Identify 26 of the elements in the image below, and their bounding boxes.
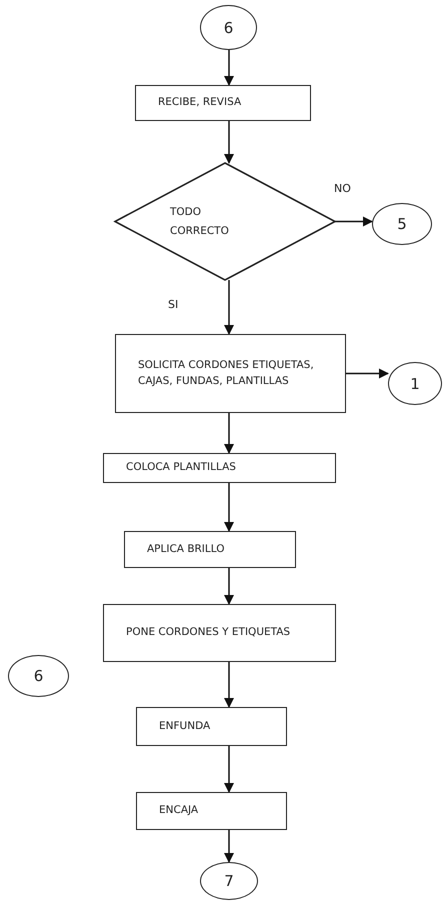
arrow: [335, 216, 373, 226]
arrow: [224, 121, 234, 164]
connector-circle: 6: [8, 655, 69, 697]
arrow: [224, 568, 234, 605]
arrow: [224, 50, 234, 86]
arrow: [224, 662, 234, 708]
edge-label: NO: [333, 182, 352, 194]
process-box: APLICA BRILLO: [124, 531, 296, 568]
arrow: [224, 483, 234, 532]
connector-circle: 5: [372, 203, 432, 245]
edge-label: SI: [167, 298, 180, 311]
arrow: [224, 413, 234, 454]
connector-circle: 1: [388, 362, 442, 405]
process-box: RECIBE, REVISA: [135, 85, 311, 121]
arrow: [346, 368, 389, 378]
arrow: [224, 746, 234, 793]
decision-diamond: TODO CORRECTO: [115, 163, 335, 280]
process-box: SOLICITA CORDONES ETIQUETAS, CAJAS, FUNDAS, PLANTILLAS: [115, 334, 346, 413]
process-box: ENCAJA: [136, 792, 287, 830]
process-box: ENFUNDA: [136, 707, 287, 746]
connector-circle: 7: [200, 862, 258, 900]
arrow: [224, 280, 234, 335]
connector-circle: 6: [200, 5, 257, 50]
arrow: [224, 830, 234, 863]
process-box: PONE CORDONES Y ETIQUETAS: [103, 604, 336, 662]
process-box: COLOCA PLANTILLAS: [103, 453, 336, 483]
